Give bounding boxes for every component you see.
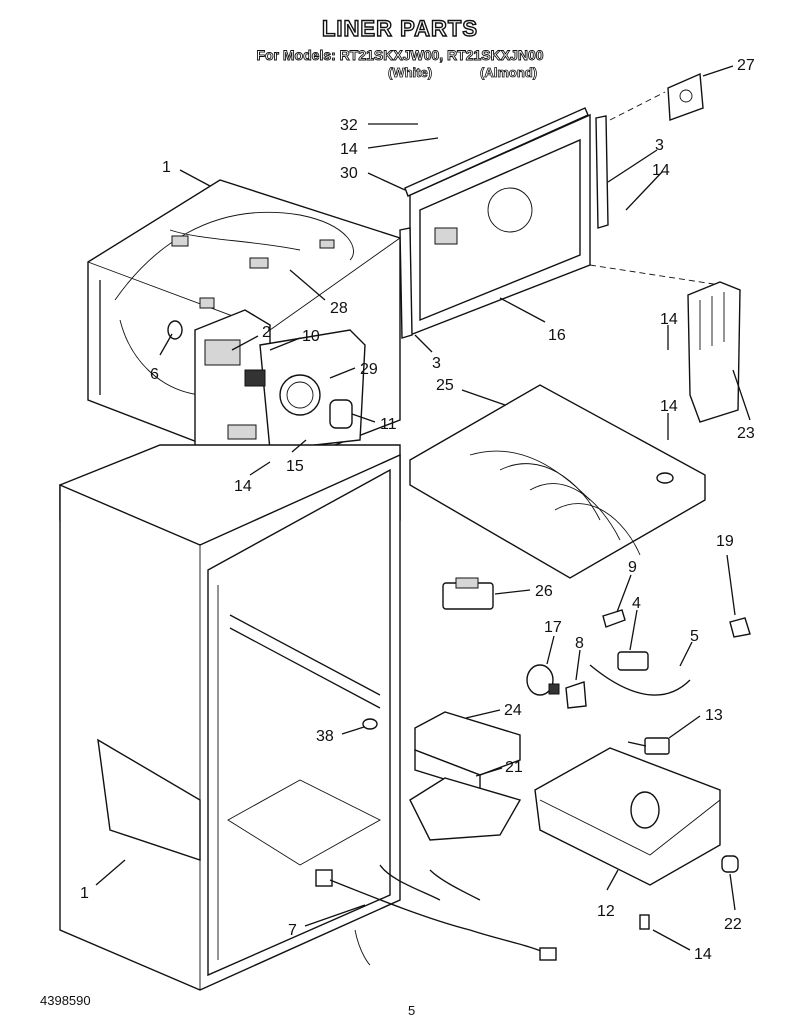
light-bulb-drawing — [526, 664, 554, 696]
socket-drawing — [565, 681, 587, 709]
fresh-food-liner-drawing — [59, 453, 401, 991]
callout-38: 38 — [316, 728, 334, 745]
page-title: LINER PARTS — [321, 15, 479, 41]
switch-drawing — [644, 737, 670, 755]
callout-27: 27 — [737, 57, 755, 74]
knob-drawing — [721, 855, 739, 873]
callout-3-lower: 3 — [432, 355, 441, 372]
grommet-drawing — [362, 718, 378, 730]
page-number: 5 — [408, 1003, 416, 1018]
rear-panel-drawing — [399, 91, 721, 339]
callout-11: 11 — [380, 416, 397, 433]
capillary-tube-drawing — [589, 664, 691, 696]
callout-2: 2 — [262, 324, 271, 341]
variant-white: (White) — [388, 65, 433, 81]
callout-6: 6 — [150, 366, 159, 383]
cover-21-drawing — [409, 777, 522, 841]
callout-23: 23 — [737, 425, 755, 442]
callout-28: 28 — [330, 300, 348, 317]
callout-7: 7 — [288, 922, 297, 939]
callout-1-lower: 1 — [80, 885, 89, 902]
thermostat-drawing — [617, 651, 649, 671]
callout-24: 24 — [504, 702, 522, 719]
callout-25: 25 — [436, 377, 454, 394]
callout-14-a: 14 — [234, 478, 252, 495]
clip-19-drawing — [729, 617, 751, 638]
divider-shelf-drawing — [409, 384, 706, 579]
callout-14-f: 14 — [694, 946, 712, 963]
control-housing-drawing — [534, 747, 721, 886]
callout-22: 22 — [724, 916, 742, 933]
callout-3-upper: 3 — [655, 137, 664, 154]
callout-26: 26 — [535, 583, 553, 600]
callout-12: 12 — [597, 903, 615, 920]
callout-21: 21 — [505, 759, 523, 776]
clip-drawing — [602, 609, 626, 628]
callout-13: 13 — [705, 707, 723, 724]
callout-10: 10 — [302, 328, 320, 345]
callout-14-c: 14 — [652, 162, 670, 179]
evaporator-housing-drawing — [194, 309, 366, 471]
callout-17: 17 — [544, 619, 562, 636]
callout-14-e: 14 — [660, 398, 678, 415]
callout-32: 32 — [340, 117, 358, 134]
wire-harness-drawing — [315, 864, 557, 966]
callout-5: 5 — [690, 628, 699, 645]
variant-almond: (Almond) — [480, 65, 538, 81]
bracket-drawing — [667, 72, 704, 121]
callout-4: 4 — [632, 595, 641, 612]
air-duct-drawing — [687, 281, 741, 423]
callout-14-b: 14 — [340, 141, 358, 158]
callout-9: 9 — [628, 559, 637, 576]
screw-drawing — [639, 914, 650, 930]
callout-labels: 1 2 10 6 29 11 15 14 28 32 14 30 27 3 14… — [80, 57, 755, 963]
callout-14-d: 14 — [660, 311, 678, 328]
callout-15: 15 — [286, 458, 304, 475]
document-number: 4398590 — [40, 993, 91, 1008]
callout-19: 19 — [716, 533, 734, 550]
models-line: For Models: RT21SKXJW00, RT21SKXJN00 — [256, 47, 544, 64]
callout-16: 16 — [548, 327, 566, 344]
leader-lines — [95, 65, 751, 951]
callout-8: 8 — [575, 635, 584, 652]
callout-30: 30 — [340, 165, 358, 182]
callout-29: 29 — [360, 361, 378, 378]
callout-1-upper: 1 — [162, 159, 171, 176]
